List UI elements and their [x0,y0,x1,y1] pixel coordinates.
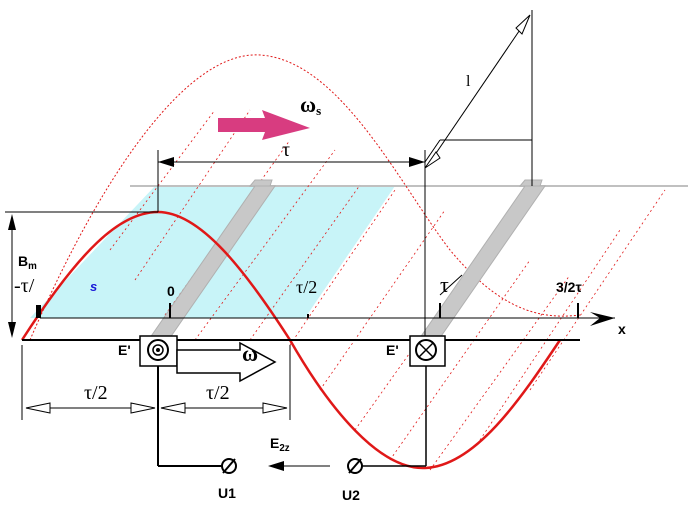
zero-label: 0 [167,283,175,299]
tau-half-right-label: τ/2 [206,382,230,404]
x-axis-label: x [618,321,626,337]
three-half-tau-label: 3/2τ [556,279,582,295]
conductor-right [414,179,546,346]
e-prime-right-label: E' [386,342,399,358]
x-axis-arrow [590,312,615,326]
s-label: s [90,279,98,294]
tau-top-label: τ [282,139,291,161]
u2-label: U2 [342,487,360,503]
l-diagonal [427,17,529,166]
e2z-label: E2z [270,435,290,454]
minus-tau-half-label: -τ/ [14,275,35,297]
l-label: l [466,73,471,90]
omega-s-label: ωs [300,92,322,118]
omega-label: ω [242,341,259,366]
tau-half-axis-label: τ/2 [296,277,318,297]
omega-arrow [176,341,277,383]
u1-label: U1 [218,485,236,501]
tick-minus-tau-half [36,305,41,318]
tau-half-left-label: τ/2 [84,382,108,404]
dotted-wave [29,54,581,341]
omega-s-arrow [218,110,310,140]
tau-axis-label: τ [440,272,449,297]
bm-label: Bm [18,253,37,272]
e-prime-left-label: E' [118,342,131,358]
